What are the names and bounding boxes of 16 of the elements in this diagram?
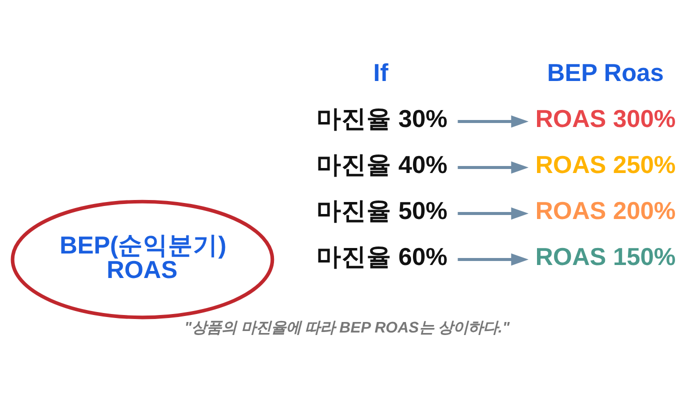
arrow: [458, 115, 529, 128]
node-ellipse: BEP(순익분기) ROAS: [10, 200, 274, 320]
node-text: ROAS 250%: [535, 152, 676, 179]
label: If: [373, 60, 388, 87]
caption: "상품의 마진율에 따라 BEP ROAS는 상이하다.": [184, 320, 510, 337]
node-text: 마진율 60%: [316, 244, 448, 271]
arrow: [458, 207, 529, 220]
label: BEP Roas: [547, 60, 664, 87]
node-text: 마진율 40%: [316, 152, 448, 179]
node-text: ROAS 300%: [535, 106, 676, 133]
arrow: [458, 253, 529, 266]
arrow: [458, 161, 529, 174]
node-text: ROAS 200%: [535, 198, 676, 225]
node-text: 마진율 50%: [316, 198, 448, 225]
node-text: ROAS 150%: [535, 244, 676, 271]
node-text: 마진율 30%: [316, 106, 448, 133]
